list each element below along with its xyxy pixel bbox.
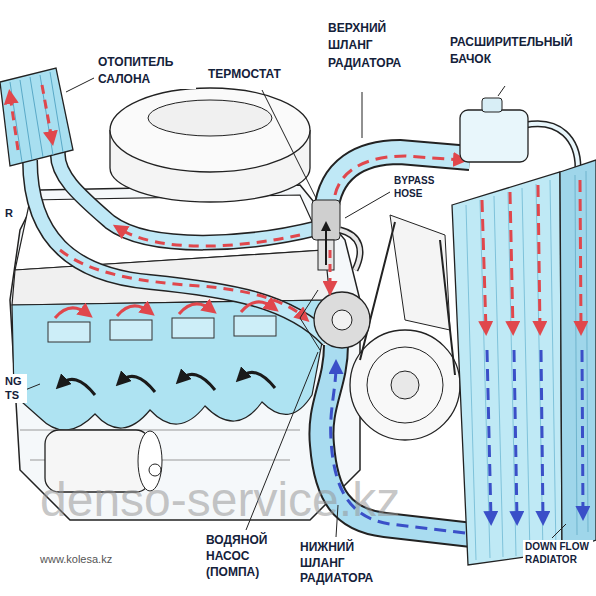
part-label: ТЕРМОСТАТ — [206, 66, 283, 83]
radiator-shape — [482, 200, 486, 330]
water-pump — [300, 290, 370, 350]
thermostat-housing-shape — [340, 230, 360, 270]
expansion-tank-shape — [525, 124, 578, 168]
pulley-belt-shape — [390, 215, 450, 330]
jacket-flow-arrows-shape — [120, 376, 155, 392]
radiator-shape — [541, 350, 543, 520]
jacket-flow-arrows-shape — [179, 304, 212, 314]
leader-lines-shape — [498, 86, 505, 96]
heater-hose-shape — [118, 228, 300, 246]
pulley-belt-shape — [391, 371, 419, 399]
jacket-flow-arrows-shape — [241, 302, 274, 312]
leader-lines-shape — [552, 524, 566, 538]
part-label: DOWN FLOW RADIATOR — [523, 540, 593, 566]
heater-core-shape — [42, 85, 52, 140]
leader-lines-shape — [362, 92, 363, 138]
expansion-tank-shape — [525, 124, 578, 168]
leader-lines-shape — [66, 78, 94, 92]
air-cleaner — [110, 88, 310, 202]
leader-lines-shape — [345, 192, 390, 218]
thermostat-housing-shape — [340, 230, 360, 270]
jacket-flow-arrows-shape — [240, 372, 275, 388]
thermostat-housing-shape — [325, 225, 327, 265]
radiator-shape — [580, 180, 581, 330]
watermark: denso-service.kz — [40, 476, 400, 524]
heater-hose-shape — [60, 250, 305, 318]
cropped-label: NG TS — [3, 374, 27, 403]
engine-block-shape — [234, 316, 276, 336]
upper-radiator-hose-shape — [326, 152, 470, 212]
radiator-shape — [575, 171, 588, 535]
radiator-shape — [514, 350, 517, 520]
jacket-flow-arrows-shape — [55, 308, 88, 318]
jacket-flow-arrows-shape — [117, 306, 150, 316]
water-pump-shape — [300, 290, 320, 350]
heater-core-shape — [10, 72, 63, 162]
heater-core-shape — [0, 68, 73, 166]
radiator-shape — [487, 350, 491, 520]
upper-radiator-hose — [326, 152, 470, 212]
pulley-belt-shape — [367, 347, 443, 423]
air-cleaner-shape — [110, 88, 310, 172]
water-pump-shape — [332, 310, 352, 330]
radiator — [452, 160, 596, 565]
part-label: ВОДЯНОЙ НАСОС (ПОМПА) — [204, 532, 292, 581]
part-label: РАСШИРИТЕЛЬНЫЙ БАЧОК — [448, 34, 592, 69]
cropped-label: R — [3, 206, 15, 222]
leader-lines — [20, 78, 566, 538]
thermostat-housing-shape — [329, 250, 332, 290]
engine-block-shape — [48, 322, 90, 342]
radiator-shape — [452, 172, 562, 565]
heater-hose-shape — [58, 150, 318, 243]
heater-hose-shape — [30, 160, 328, 340]
air-cleaner-shape — [148, 100, 272, 136]
pulley-belt-shape — [350, 330, 460, 440]
engine-block-shape — [12, 300, 330, 430]
water-pump-shape — [314, 292, 370, 348]
part-label: НИЖНИЙ ШЛАНГ РАДИАТОРА — [298, 540, 386, 587]
heater-hose — [30, 150, 328, 340]
part-label: ОТОПИТЕЛЬ САЛОНА — [96, 54, 196, 89]
engine-block-shape — [110, 320, 152, 340]
heater-core — [0, 68, 73, 166]
radiator-shape — [582, 350, 583, 515]
part-label: BYPASS HOSE — [392, 174, 446, 200]
expansion-tank — [460, 98, 578, 168]
heater-hose-shape — [30, 160, 328, 340]
leader-lines-shape — [262, 90, 316, 198]
expansion-tank-shape — [460, 110, 528, 162]
upper-radiator-hose-shape — [326, 152, 470, 212]
heater-core-shape — [10, 95, 18, 150]
jacket-flow-arrows-shape — [60, 379, 95, 395]
heater-hose-shape — [58, 150, 318, 243]
watermark: www.kolesa.kz — [40, 552, 112, 568]
radiator-shape — [538, 185, 540, 330]
pulley-belt-shape — [360, 222, 455, 375]
radiator-shape — [560, 160, 596, 552]
radiator-shape — [466, 180, 556, 560]
radiator-shape — [510, 192, 513, 330]
starter-motor-shape — [149, 464, 161, 476]
jacket-flow-arrows-shape — [180, 374, 215, 390]
jacket-flow-arrows — [55, 302, 275, 395]
engine-block-shape — [172, 318, 214, 338]
part-label: ВЕРХНИЙ ШЛАНГ РАДИАТОРА — [326, 20, 418, 72]
expansion-tank-shape — [482, 98, 502, 112]
